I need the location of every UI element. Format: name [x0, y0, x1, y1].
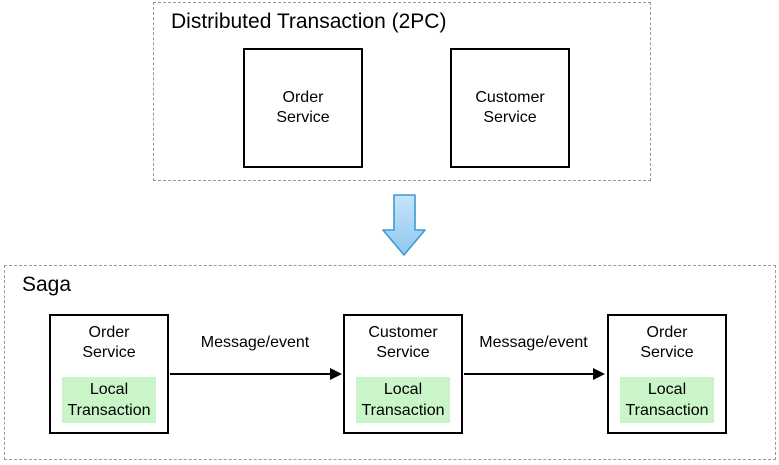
- node-label: Customer Service: [368, 324, 438, 361]
- local-transaction-label: Local Transaction: [625, 381, 709, 419]
- group-distributed-transaction: Distributed Transaction (2PC) Order Serv…: [153, 2, 651, 181]
- local-transaction-label: Local Transaction: [361, 381, 445, 419]
- node-customer-service: Customer Service: [450, 48, 570, 168]
- local-transaction-box: Local Transaction: [356, 377, 450, 423]
- local-transaction-box: Local Transaction: [62, 377, 156, 423]
- node-order-service: Order Service: [243, 48, 363, 168]
- edge-label-message-event-2: Message/event: [479, 334, 588, 351]
- edge-label-message-event-1: Message/event: [200, 334, 310, 351]
- node-label: Order Service: [640, 324, 694, 361]
- local-transaction-label: Local Transaction: [67, 381, 151, 419]
- down-block-arrow-icon: [382, 194, 426, 256]
- node-order-service-1: Order Service Local Transaction: [49, 314, 169, 434]
- group-saga: Saga Order Service Local Transaction Mes…: [4, 265, 776, 460]
- node-customer-service: Customer Service Local Transaction: [343, 314, 463, 434]
- node-label: Customer Service: [475, 89, 545, 126]
- node-label: Order Service: [82, 324, 136, 361]
- edge-arrow-1: [170, 368, 342, 380]
- local-transaction-box: Local Transaction: [620, 377, 714, 423]
- node-label: Order Service: [276, 89, 330, 126]
- group-title-saga: Saga: [22, 273, 72, 296]
- node-order-service-2: Order Service Local Transaction: [607, 314, 727, 434]
- group-title-distributed-transaction: Distributed Transaction (2PC): [171, 10, 447, 33]
- edge-arrow-2: [464, 368, 605, 380]
